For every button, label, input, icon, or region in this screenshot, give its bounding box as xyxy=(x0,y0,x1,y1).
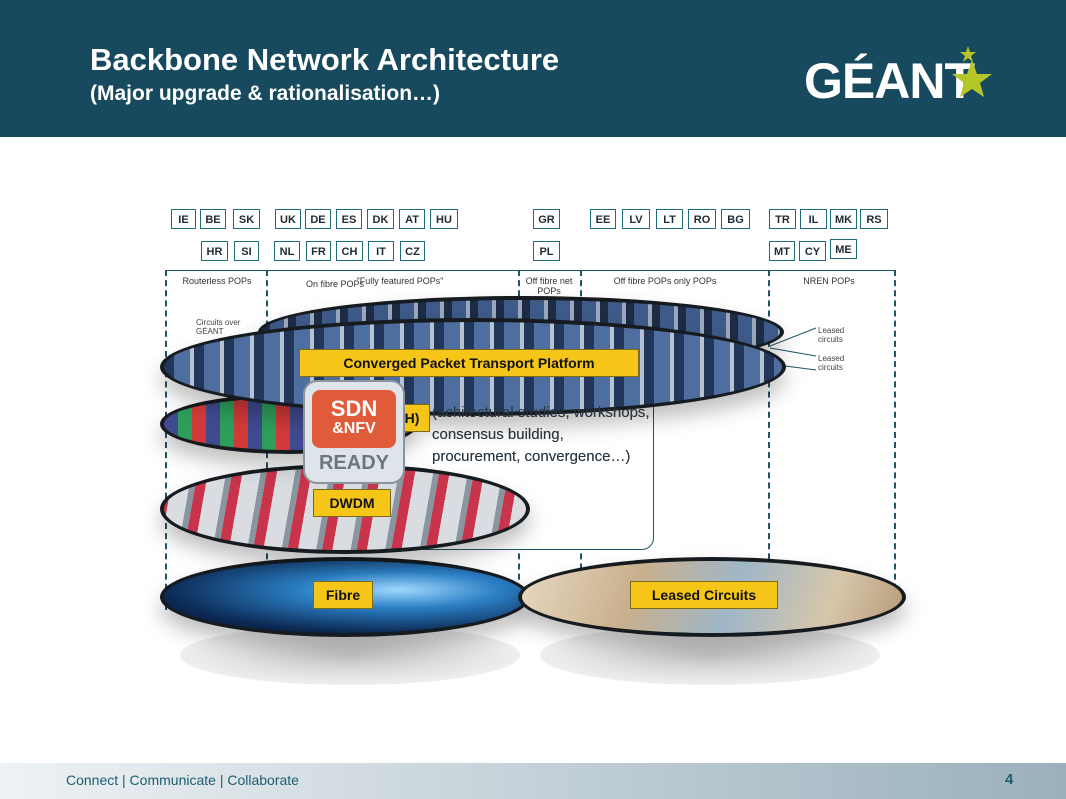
country-box: BE xyxy=(200,209,226,229)
page-number: 4 xyxy=(1005,771,1014,788)
country-box: CH xyxy=(336,241,363,261)
logo-text: GÉANT xyxy=(804,53,975,109)
circuits-over-geant-label: Circuits over GÉANT xyxy=(196,318,241,336)
geant-logo: GÉANT xyxy=(798,42,998,122)
badge-nfv-text: &NFV xyxy=(332,420,376,437)
badge-ready-text: READY xyxy=(318,452,389,474)
cptp-layer-label: Converged Packet Transport Platform xyxy=(299,349,639,377)
country-box: ES xyxy=(336,209,362,229)
footer-bar: Connect | Communicate | Collaborate 4 xyxy=(0,763,1066,799)
badge-top-panel: SDN &NFV xyxy=(312,390,396,448)
country-box: RS xyxy=(860,209,888,229)
badge-sdn-text: SDN xyxy=(330,396,378,421)
dashed-divider xyxy=(768,270,770,610)
country-box: HR xyxy=(201,241,228,261)
country-box: MT xyxy=(769,241,795,261)
country-box: EE xyxy=(590,209,616,229)
country-box: FR xyxy=(306,241,331,261)
country-box: IL xyxy=(800,209,827,229)
country-box: SK xyxy=(233,209,260,229)
bracket-line xyxy=(268,270,518,271)
country-box: HU xyxy=(430,209,458,229)
dashed-divider xyxy=(165,270,167,610)
country-box: MK xyxy=(830,209,857,229)
dwdm-layer-label: DWDM xyxy=(313,489,391,517)
country-box: IT xyxy=(368,241,394,261)
country-box: IE xyxy=(171,209,196,229)
country-box: CZ xyxy=(400,241,425,261)
bracket-line xyxy=(582,270,768,271)
footer-tagline: Connect | Communicate | Collaborate xyxy=(66,772,299,788)
country-box: PL xyxy=(533,241,560,261)
leased-circuits-label: Leased circuits xyxy=(818,354,845,372)
bracket-line xyxy=(166,270,266,271)
country-box: CY xyxy=(799,241,826,261)
country-box: GR xyxy=(533,209,560,229)
fibre-layer-label: Fibre xyxy=(313,581,373,609)
note-text-overlay: (achitectural studies, workshops, consen… xyxy=(432,404,650,465)
header-bar: Backbone Network Architecture (Major upg… xyxy=(0,0,1066,137)
star-icon xyxy=(952,46,992,97)
country-box: ME xyxy=(830,239,857,259)
country-box: DE xyxy=(305,209,331,229)
pop-label-on-fibre: On fibre POPs xyxy=(305,279,365,289)
page-title: Backbone Network Architecture xyxy=(90,42,560,77)
country-box: DK xyxy=(367,209,394,229)
pop-label-off-fibre-net: Off fibre net POPs xyxy=(525,276,573,296)
country-box: TR xyxy=(769,209,796,229)
country-box: SI xyxy=(234,241,259,261)
country-box: NL xyxy=(274,241,300,261)
leased-circuits-layer-label: Leased Circuits xyxy=(630,581,778,609)
country-box: BG xyxy=(721,209,750,229)
pop-label-fully-featured: "Fully featured POPs" xyxy=(356,276,444,286)
country-box: AT xyxy=(399,209,425,229)
sdn-nfv-ready-badge: SDN &NFV READY xyxy=(303,380,405,484)
dashed-divider xyxy=(894,270,896,610)
country-box: LT xyxy=(656,209,683,229)
country-box: LV xyxy=(622,209,650,229)
bracket-line xyxy=(520,270,580,271)
country-box: RO xyxy=(688,209,716,229)
country-box: UK xyxy=(275,209,301,229)
page-subtitle: (Major upgrade & rationalisation…) xyxy=(90,82,441,105)
pop-label-nren: NREN POPs xyxy=(803,276,855,286)
leased-circuits-label: Leased circuits xyxy=(818,326,845,344)
pop-label-off-fibre-only: Off fibre POPs only POPs xyxy=(613,276,717,286)
pop-label-routerless: Routerless POPs xyxy=(182,276,252,286)
bracket-line xyxy=(770,270,896,271)
